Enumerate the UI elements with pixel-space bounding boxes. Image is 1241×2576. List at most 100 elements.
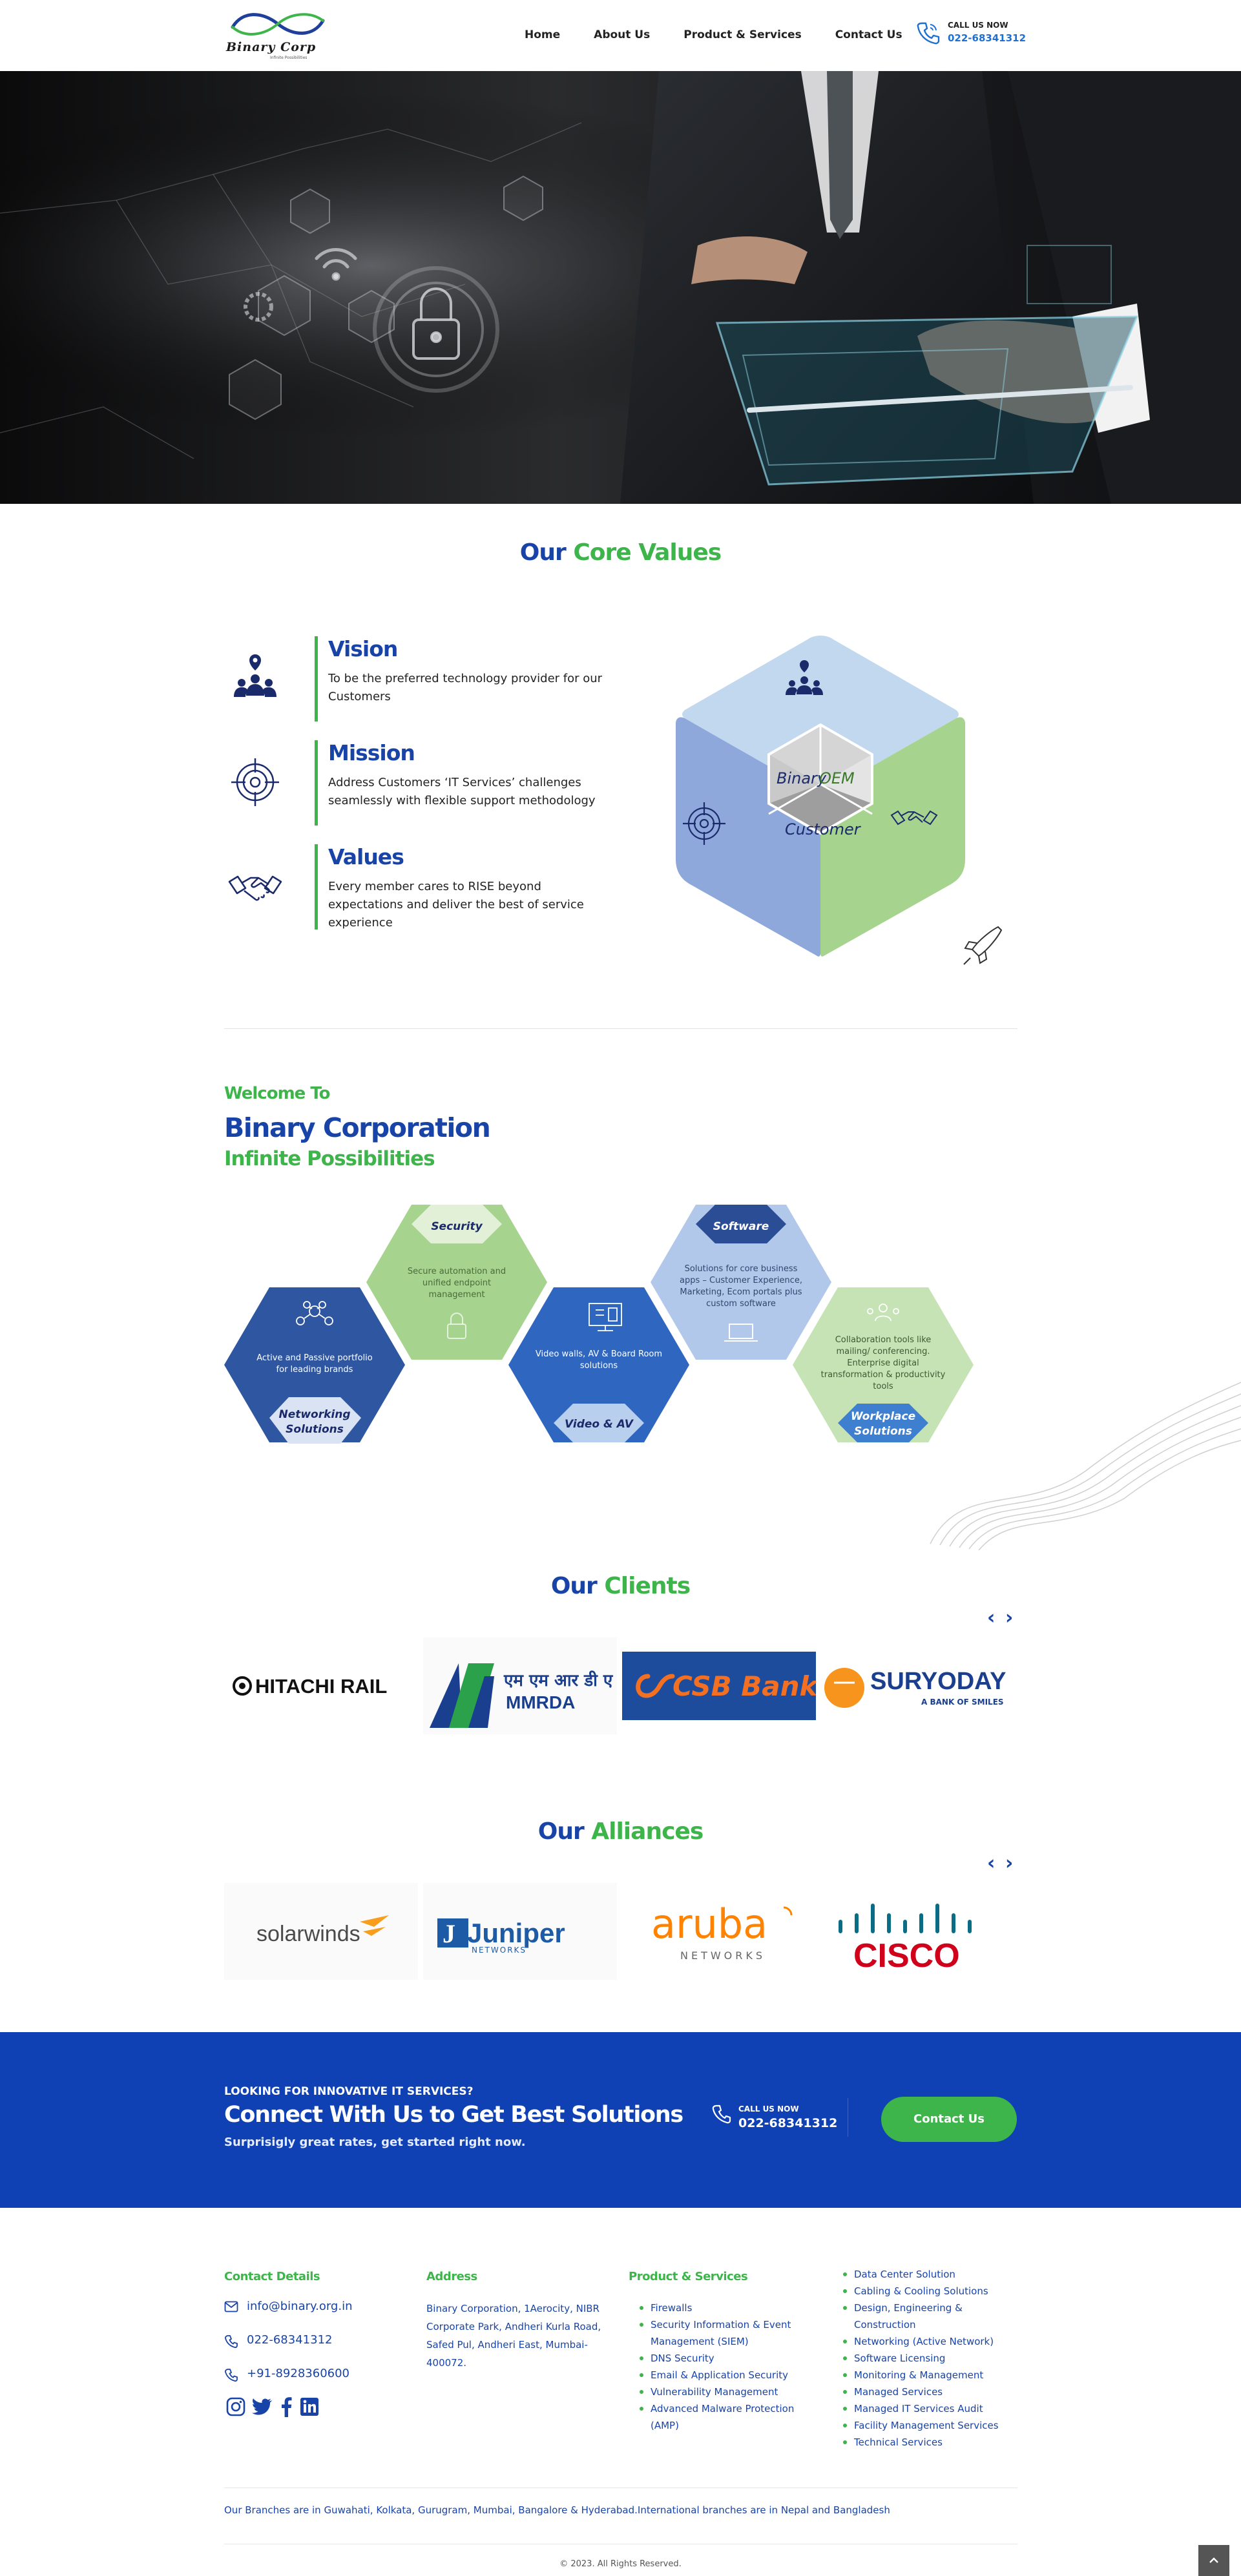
chevron-left-icon[interactable]: ‹	[987, 1852, 996, 1875]
chevron-right-icon[interactable]: ›	[1005, 1852, 1014, 1875]
phone-icon	[712, 2104, 731, 2124]
svg-text:एम एम आर डी ए: एम एम आर डी ए	[503, 1670, 614, 1690]
core-values-title: Our Core Values	[519, 539, 722, 566]
footer-product-link[interactable]: Design, Engineering & Construction	[841, 2300, 1016, 2333]
footer-product-link[interactable]: Monitoring & Management	[841, 2367, 1016, 2384]
svg-text:for leading brands: for leading brands	[276, 1365, 353, 1375]
footer-product-link[interactable]: Facility Management Services	[841, 2417, 1016, 2434]
monitor-icon	[589, 1303, 622, 1331]
svg-text:tools: tools	[873, 1382, 893, 1391]
svg-text:Enterprise digital: Enterprise digital	[847, 1358, 919, 1368]
service-video-av[interactable]: Video walls, AV & Board Room solutions V…	[508, 1287, 689, 1442]
core-value-values: Values Every member cares to RISE beyond…	[226, 844, 614, 935]
header-call-number: 022-68341312	[948, 32, 1027, 44]
cta-banner: LOOKING FOR INNOVATIVE IT SERVICES? Conn…	[0, 2032, 1241, 2208]
footer-product-link[interactable]: Cabling & Cooling Solutions	[841, 2283, 1016, 2300]
scroll-to-top-button[interactable]	[1198, 2545, 1229, 2576]
handshake-icon	[228, 875, 282, 901]
core-values-cube: Binary OEM Customer	[676, 636, 1003, 965]
svg-text:Video & AV: Video & AV	[565, 1418, 634, 1431]
service-software[interactable]: Software Solutions for core business app…	[651, 1205, 831, 1360]
cta-subtext: Surprisigly great rates, get started rig…	[224, 2135, 526, 2149]
alliances-title: Our Alliances	[537, 1818, 704, 1845]
svg-text:solarwinds: solarwinds	[256, 1922, 360, 1946]
footer-branches: Our Branches are in Guwahati, Kolkata, G…	[224, 2504, 890, 2516]
svg-text:transformation & productivity: transformation & productivity	[821, 1370, 946, 1380]
svg-text:apps – Customer Experience,: apps – Customer Experience,	[680, 1276, 802, 1285]
laptop-icon	[724, 1324, 758, 1342]
footer-product-link[interactable]: Security Information & Event Management …	[638, 2316, 825, 2350]
welcome-subheading: Infinite Possibilities	[224, 1147, 435, 1170]
footer-product-link[interactable]: Networking (Active Network)	[841, 2333, 1016, 2350]
handshake-icon	[890, 810, 938, 826]
instagram-icon[interactable]	[225, 2396, 246, 2417]
footer-product-link[interactable]: Firewalls	[638, 2300, 825, 2316]
footer-product-link[interactable]: Vulnerability Management	[638, 2384, 825, 2400]
footer-product-link[interactable]: Software Licensing	[841, 2350, 1016, 2367]
brand-tagline: Infinite Possibilities	[270, 56, 308, 60]
footer-contact-title: Contact Details	[224, 2270, 320, 2283]
footer-product-link[interactable]: Managed Services	[841, 2384, 1016, 2400]
footer-products-title: Product & Services	[629, 2270, 748, 2283]
footer-product-link[interactable]: Email & Application Security	[638, 2367, 825, 2384]
footer-phone-1[interactable]: 022-68341312	[224, 2332, 418, 2351]
rocket-icon	[963, 926, 1003, 965]
mission-text: Address Customers ‘IT Services’ challeng…	[328, 776, 596, 807]
section-divider	[224, 1028, 1017, 1029]
chevron-left-icon[interactable]: ‹	[987, 1606, 996, 1629]
footer-product-link[interactable]: Technical Services	[841, 2434, 1016, 2451]
svg-text:Solutions: Solutions	[854, 1425, 912, 1438]
nav-about-us[interactable]: About Us	[594, 28, 651, 41]
footer-copyright: © 2023. All Rights Reserved.	[559, 2559, 682, 2569]
hero-image	[0, 71, 1241, 504]
phone-icon	[225, 2335, 238, 2348]
network-icon	[296, 1301, 333, 1325]
values-title: Values	[328, 844, 404, 869]
contact-us-button[interactable]: Contact Us	[881, 2097, 1017, 2142]
site-footer: Contact Details info@binary.org.in 022-6…	[0, 2208, 1241, 2576]
accent-bar	[315, 740, 318, 826]
client-logo-mmrda: एम एम आर डी ए MMRDA	[423, 1637, 617, 1734]
svg-text:Solutions for core business: Solutions for core business	[685, 1264, 798, 1274]
client-logo-hitachi: HITACHI RAIL	[224, 1637, 418, 1734]
twitter-icon[interactable]	[251, 2396, 273, 2417]
phone-icon	[917, 22, 940, 45]
svg-text:CSB Bank: CSB Bank	[673, 1670, 816, 1702]
people-icon	[867, 1304, 899, 1322]
svg-text:aruba: aruba	[651, 1900, 767, 1948]
footer-email[interactable]: info@binary.org.in	[224, 2298, 418, 2318]
svg-text:J: J	[443, 1919, 455, 1948]
chevron-right-icon[interactable]: ›	[1005, 1606, 1014, 1629]
service-workplace[interactable]: Collaboration tools like mailing/ confer…	[793, 1287, 974, 1442]
svg-text:custom software: custom software	[706, 1299, 776, 1309]
nav-contact-us[interactable]: Contact Us	[835, 28, 902, 41]
cta-kicker: LOOKING FOR INNOVATIVE IT SERVICES?	[224, 2085, 474, 2098]
core-value-vision: Vision To be the preferred technology pr…	[226, 636, 614, 727]
facebook-icon[interactable]	[280, 2396, 293, 2417]
header-call[interactable]: CALL US NOW 022-68341312	[914, 17, 1026, 49]
service-security[interactable]: Security Secure automation and unified e…	[366, 1205, 547, 1360]
footer-product-link[interactable]: DNS Security	[638, 2350, 825, 2367]
people-location-icon	[786, 660, 823, 695]
footer-product-link[interactable]: Managed IT Services Audit	[841, 2400, 1016, 2417]
alliance-logo-juniper: J Juniper NETWORKS	[423, 1883, 617, 1980]
footer-address: Binary Corporation, 1Aerocity, NIBR Corp…	[426, 2303, 601, 2369]
footer-phone-2[interactable]: +91-8928360600	[224, 2365, 418, 2385]
cta-call-number[interactable]: 022-68341312	[738, 2116, 838, 2130]
nav-home[interactable]: Home	[525, 28, 561, 41]
footer-product-link[interactable]: Data Center Solution	[841, 2266, 1016, 2283]
svg-text:NETWORKS: NETWORKS	[472, 1946, 527, 1955]
svg-text:Juniper: Juniper	[467, 1918, 565, 1948]
mail-icon	[224, 2301, 238, 2312]
accent-bar	[315, 636, 318, 722]
cta-call-label: CALL US NOW	[738, 2104, 799, 2114]
linkedin-icon[interactable]	[299, 2396, 320, 2417]
brand-logo[interactable]: Binary Corp Infinite Possibilities	[226, 8, 329, 63]
site-header: Binary Corp Infinite Possibilities Home …	[0, 0, 1241, 71]
svg-text:unified endpoint: unified endpoint	[422, 1278, 491, 1288]
footer-product-link[interactable]: Advanced Malware Protection (AMP)	[638, 2400, 825, 2434]
svg-text:Collaboration tools like: Collaboration tools like	[835, 1335, 932, 1345]
nav-product-services[interactable]: Product & Services	[683, 28, 802, 41]
footer-address-title: Address	[426, 2270, 477, 2283]
service-networking[interactable]: Active and Passive portfolio for leading…	[224, 1287, 405, 1444]
